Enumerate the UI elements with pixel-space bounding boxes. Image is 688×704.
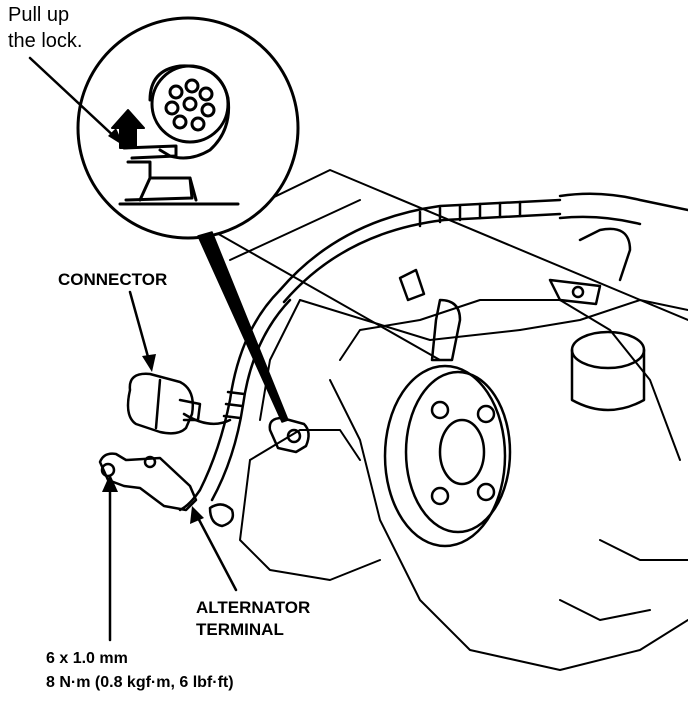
bolt-size-spec: 6 x 1.0 mm xyxy=(46,650,128,667)
connector-body xyxy=(126,372,202,435)
leader-arrowhead xyxy=(190,506,204,524)
pull-lock-note-line1: Pull up xyxy=(8,4,70,26)
alternator-terminal-label-line1: ALTERNATOR xyxy=(196,598,311,617)
leader-arrowhead xyxy=(142,354,156,372)
alternator-terminal-label-line2: TERMINAL xyxy=(196,620,284,639)
engine-block xyxy=(209,169,688,671)
upper-hose xyxy=(278,192,688,304)
torque-spec: 8 N·m (0.8 kgf·m, 6 lbf·ft) xyxy=(46,674,234,691)
cylinder-housing xyxy=(570,330,646,412)
magnify-wedge xyxy=(197,231,289,423)
mount-brackets xyxy=(398,268,602,362)
leader-arrowhead xyxy=(108,128,124,146)
leader-lines xyxy=(28,56,238,642)
magnified-detail xyxy=(76,16,300,240)
alternator-pulley xyxy=(383,364,512,548)
connector-label: CONNECTOR xyxy=(58,270,168,289)
wire-harness xyxy=(178,288,292,512)
connector-clip xyxy=(268,416,310,454)
pull-lock-note-line2: the lock. xyxy=(8,30,83,52)
terminal-bracket xyxy=(98,452,235,528)
leader-arrowhead xyxy=(102,474,118,492)
